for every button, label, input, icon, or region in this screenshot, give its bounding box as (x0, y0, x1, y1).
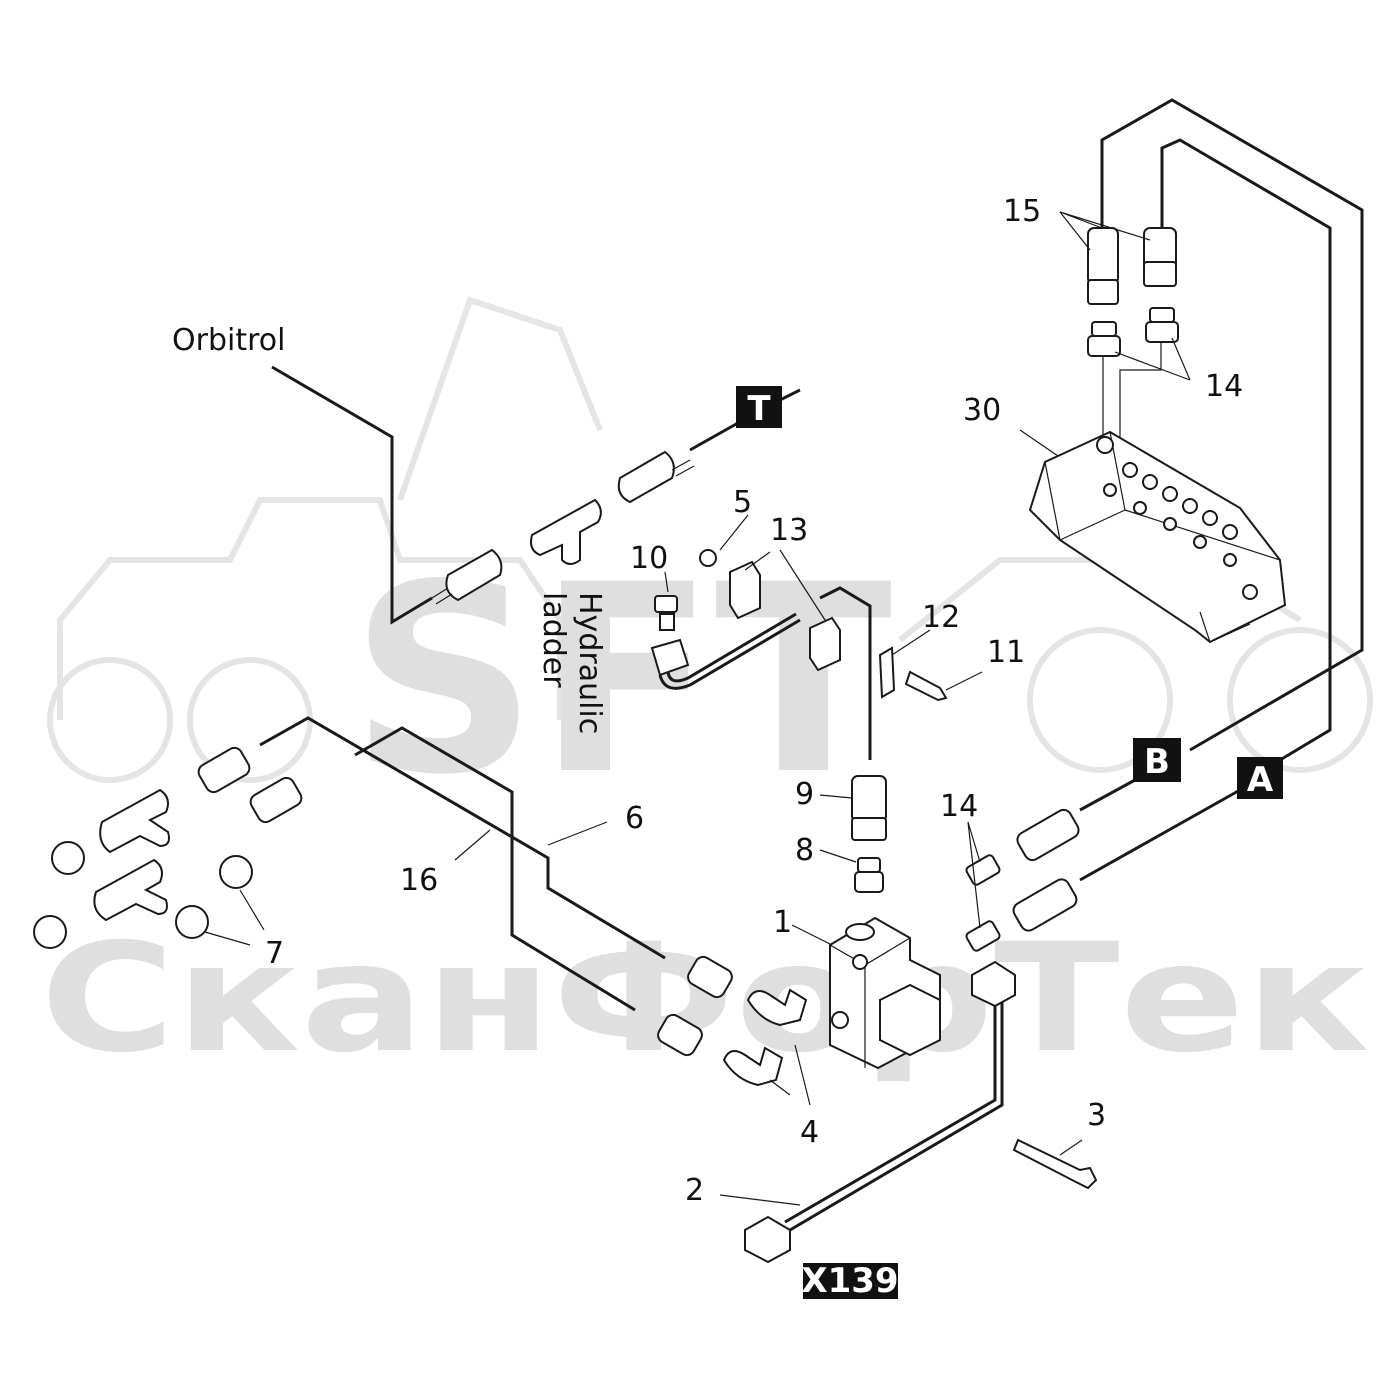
part-3-bolt (1012, 1138, 1098, 1190)
part-7-cap-3 (219, 855, 253, 889)
sensor-wire (784, 995, 997, 1224)
port-tag-b-text: B (1144, 742, 1170, 782)
watermark-machine-outline (47, 296, 1373, 783)
port-tag-t-text: T (747, 389, 771, 429)
callout-14-lower: 14 (940, 789, 978, 824)
callout-8: 8 (795, 833, 814, 868)
loop-line-outer (1100, 98, 1364, 752)
part-14-adapter-upper (965, 854, 1001, 886)
port-tag-a-text: A (1247, 760, 1274, 800)
pipe-9 (819, 586, 872, 760)
callout-7: 7 (265, 936, 284, 971)
loop-line-inner (1160, 138, 1332, 762)
sensor-wire-2 (789, 995, 1004, 1232)
b-hose-end (1016, 808, 1080, 862)
callout-15: 15 (1003, 194, 1041, 229)
part-7-cap-4 (175, 905, 209, 939)
connector-tag-text: X139 (801, 1261, 898, 1301)
callout-2: 2 (685, 1173, 704, 1208)
pipe-6 (259, 716, 666, 960)
callout-30: 30 (963, 393, 1001, 428)
watermark-brand-text: СканФорТек (40, 912, 1370, 1086)
part-13-clamp-upper (729, 560, 761, 620)
part-4-elbow-lower (722, 1046, 784, 1087)
a-line (1079, 788, 1241, 882)
hydraulic-ladder-line2: ladder (536, 592, 571, 688)
part-8-adapter (854, 857, 884, 893)
port-tag-t: T (736, 386, 782, 429)
watermark: SFT СканФорТек (40, 296, 1373, 1086)
callout-1: 1 (773, 905, 792, 940)
part-5-washer (699, 549, 717, 567)
plug-connector (744, 1215, 791, 1264)
valve-ports (1096, 436, 1258, 600)
port-tag-b: B (1133, 738, 1181, 782)
part-15-hose-end-right (1143, 227, 1177, 287)
part-14-adapter-right-top (1145, 307, 1179, 343)
part-9-hose-end (851, 775, 887, 841)
orbitrol-line (271, 365, 433, 625)
part-11-bolt (904, 670, 948, 702)
callout-10: 10 (630, 541, 668, 576)
pipe-6-hose-end (687, 955, 733, 999)
pipe-16-hose-end (657, 1013, 703, 1057)
watermark-logo-text: SFT (350, 530, 894, 832)
adapter-feed-lines (1102, 342, 1162, 440)
part-30-control-valve (1028, 430, 1287, 644)
hydraulic-ladder-line1: Hydraulic (572, 592, 607, 734)
part-15-hose-end-left (1087, 227, 1119, 305)
part-12-plate (878, 646, 896, 699)
part-7-tee-upper (99, 788, 170, 854)
callout-9: 9 (795, 777, 814, 812)
part-7-tee-lower (93, 858, 168, 922)
a-hose-end (1012, 878, 1078, 932)
callout-4: 4 (800, 1115, 819, 1150)
orbitrol-hose-fitting (431, 548, 503, 605)
part-14-adapter-lower (965, 920, 1001, 952)
callouts: 1 2 3 4 5 6 7 8 9 10 11 12 13 14 14 15 1… (265, 194, 1243, 1208)
tee-fitting (530, 498, 602, 565)
callout-11: 11 (987, 635, 1025, 670)
callout-16: 16 (400, 863, 438, 898)
pipe-16-left-hose-end (249, 776, 303, 824)
callout-12: 12 (922, 600, 960, 635)
callout-3: 3 (1087, 1098, 1106, 1133)
callout-6: 6 (625, 801, 644, 836)
part-7-cap-2 (33, 915, 67, 949)
part-1-valve-block (829, 916, 941, 1070)
callout-13: 13 (770, 513, 808, 548)
b-line (1079, 778, 1136, 812)
pipe-6-left-hose-end (197, 746, 251, 794)
t-hose-fitting (617, 450, 695, 504)
connector-tag: X139 (801, 1261, 898, 1301)
sensor-connector (971, 960, 1016, 1008)
hydraulic-ladder-label: Hydraulic ladder (536, 592, 607, 734)
part-4-elbow-upper (746, 988, 808, 1027)
parts (33, 227, 1287, 1264)
port-tag-a: A (1237, 757, 1283, 800)
part-13-clamp-lower (809, 616, 841, 672)
leader-lines (204, 211, 1191, 1206)
pipe-lines (259, 98, 1364, 1232)
part-10-fitting (650, 595, 801, 690)
part-7-cap-1 (51, 841, 85, 875)
orbitrol-label: Orbitrol (172, 323, 285, 358)
part-14-adapter-left-top (1087, 321, 1121, 357)
callout-14-upper: 14 (1205, 369, 1243, 404)
pipe-16 (354, 726, 636, 1012)
callout-5: 5 (733, 485, 752, 520)
